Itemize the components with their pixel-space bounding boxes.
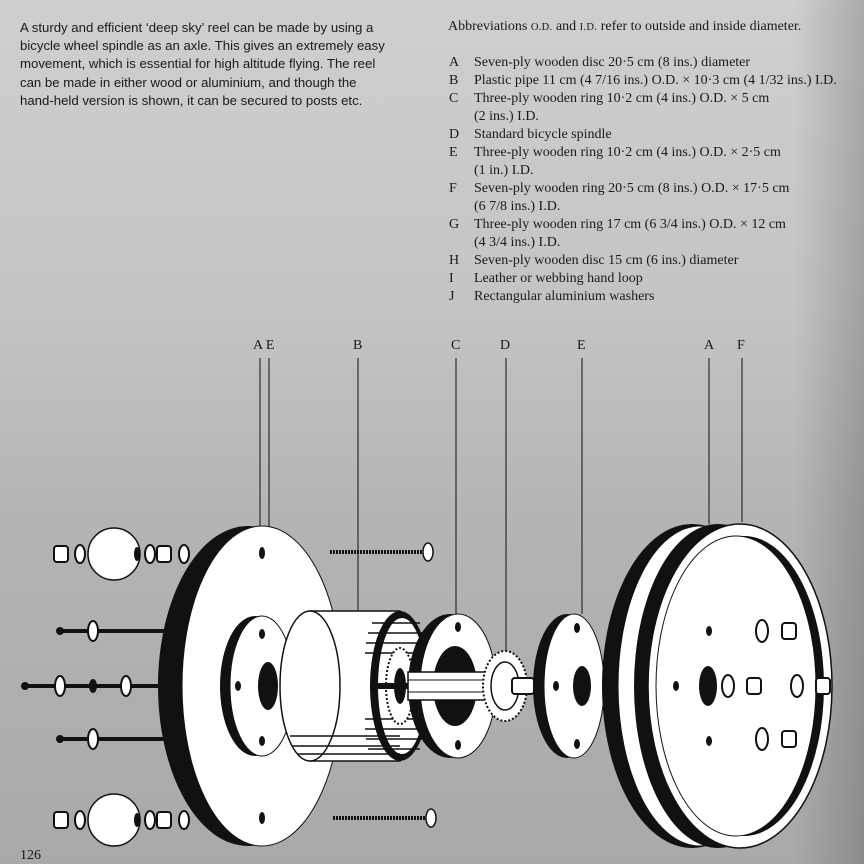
key-text: Rectangular aluminium washers — [474, 289, 655, 304]
intro-paragraph: A sturdy and efficient ‘deep sky’ reel c… — [20, 19, 420, 110]
abbr-prefix: Abbreviations — [448, 19, 531, 34]
intro-line: movement, which is essential for high al… — [20, 56, 376, 72]
key-item-d: D Standard bicycle spindle — [449, 126, 849, 144]
intro-line: A sturdy and efficient ‘deep sky’ reel c… — [20, 20, 374, 35]
bolt-bottom — [333, 808, 437, 828]
callout-d: D — [500, 338, 511, 353]
key-text: Three-ply wooden ring 10·2 cm (4 ins.) O… — [474, 145, 781, 160]
key-letter: A — [449, 55, 460, 70]
key-text: Three-ply wooden ring 10·2 cm (4 ins.) O… — [474, 91, 770, 106]
key-text: Seven-ply wooden disc 15 cm (6 ins.) dia… — [474, 253, 739, 268]
ring-e-left — [220, 615, 295, 757]
key-continuation: (2 ins.) I.D. — [474, 109, 539, 124]
key-text: Standard bicycle spindle — [474, 127, 612, 142]
key-letter: J — [449, 289, 455, 304]
key-item-f: F Seven-ply wooden ring 20·5 cm (8 ins.) … — [449, 180, 849, 198]
key-letter: G — [449, 217, 460, 232]
key-item-e: E Three-ply wooden ring 10·2 cm (4 ins.) … — [449, 144, 849, 162]
ring-f — [647, 523, 833, 849]
key-item-h: H Seven-ply wooden disc 15 cm (6 ins.) di… — [449, 252, 849, 270]
abbr-od: O.D. — [530, 22, 553, 33]
key-letter: B — [449, 73, 459, 88]
key-item-a: A Seven-ply wooden disc 20·5 cm (8 ins.) … — [449, 54, 849, 72]
parts-key: A Seven-ply wooden disc 20·5 cm (8 ins.) … — [449, 54, 849, 306]
key-continuation: (6 7/8 ins.) I.D. — [474, 199, 561, 214]
washer-disc-top — [53, 527, 190, 581]
callout-a: A — [704, 338, 715, 353]
diagram-callouts: A E B C D E A F — [0, 338, 864, 358]
key-continuation: (4 3/4 ins.) I.D. — [474, 235, 561, 250]
intro-line: bicycle wheel spindle as an axle. This g… — [20, 38, 385, 54]
callout-e: E — [577, 338, 586, 353]
key-letter: C — [449, 91, 459, 106]
washer-disc-bottom — [53, 793, 190, 847]
key-item-b: B Plastic pipe 11 cm (4 7/16 ins.) O.D. ×… — [449, 72, 849, 90]
spindle-d — [370, 650, 560, 722]
ring-e-right — [533, 613, 605, 759]
key-letter: D — [449, 127, 460, 142]
key-text: Plastic pipe 11 cm (4 7/16 ins.) O.D. × … — [474, 73, 837, 88]
key-item-i: I Leather or webbing hand loop — [449, 270, 849, 288]
page-number: 126 — [20, 848, 41, 863]
callout-ae: A E — [253, 338, 275, 353]
callout-c: C — [451, 338, 461, 353]
key-text: Leather or webbing hand loop — [474, 271, 643, 286]
callout-b: B — [353, 338, 363, 353]
abbreviations-note: Abbreviations O.D. and I.D. refer to out… — [448, 19, 801, 35]
abbr-id: I.D. — [579, 22, 598, 33]
intro-line: hand-held version is shown, it can be se… — [20, 92, 363, 108]
key-item-g: G Three-ply wooden ring 17 cm (6 3/4 ins.… — [449, 216, 849, 234]
key-text: Seven-ply wooden disc 20·5 cm (8 ins.) d… — [474, 55, 751, 70]
key-letter: H — [449, 253, 460, 268]
key-text: Three-ply wooden ring 17 cm (6 3/4 ins.)… — [474, 217, 786, 232]
key-item-c: C Three-ply wooden ring 10·2 cm (4 ins.) … — [449, 90, 849, 108]
key-item-j: J Rectangular aluminium washers — [449, 288, 849, 306]
intro-line: can be made in either wood or aluminium,… — [20, 74, 357, 90]
callout-f: F — [737, 338, 745, 353]
key-letter: F — [449, 181, 457, 196]
key-continuation: (1 in.) I.D. — [474, 163, 534, 178]
abbr-suffix: refer to outside and inside diameter. — [597, 19, 802, 34]
threaded-rods-left — [21, 620, 165, 750]
key-letter: I — [449, 271, 454, 286]
key-text: Seven-ply wooden ring 20·5 cm (8 ins.) O… — [474, 181, 790, 196]
key-letter: E — [449, 145, 458, 160]
bolt-top — [330, 542, 434, 562]
abbr-and: and — [552, 19, 580, 34]
